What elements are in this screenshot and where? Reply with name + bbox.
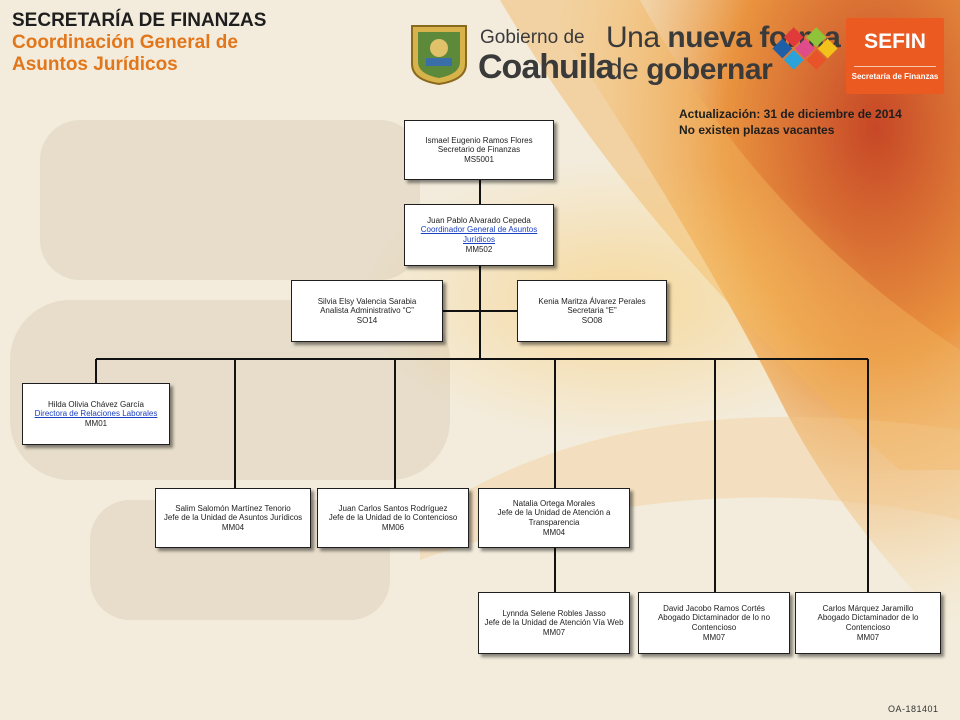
abogado-1-name: David Jacobo Ramos Cortés — [663, 603, 765, 613]
sefin-word: SEFIN — [864, 30, 926, 53]
gobierno-de-text: Gobierno de — [480, 27, 585, 48]
title-secretaria: SECRETARÍA DE FINANZAS — [12, 10, 267, 31]
org-box-jefe-web: Lynnda Selene Robles Jasso Jefe de la Un… — [478, 592, 630, 654]
jefe-juridicos-name: Salim Salomón Martínez Tenorio — [175, 503, 291, 513]
analista-code: SO14 — [356, 315, 378, 325]
slogan: Una nueva forma de gobernar — [606, 21, 841, 86]
update-date: Actualización: 31 de diciembre de 2014 — [679, 107, 902, 121]
vacancies-note: No existen plazas vacantes — [679, 122, 835, 137]
secretaria-code: SO08 — [581, 315, 603, 325]
abogado-1-code: MM07 — [702, 632, 726, 642]
title-coordinacion: Coordinación General de — [12, 32, 238, 54]
header-logos: Gobierno de Coahuila Una nueva forma de … — [408, 18, 948, 98]
coordinador-name: Juan Pablo Alvarado Cepeda — [427, 215, 531, 225]
secretario-name: Ismael Eugenio Ramos Flores — [425, 135, 533, 145]
jefe-web-code: MM07 — [542, 627, 566, 637]
sefin-logo: SEFIN Secretaría de Finanzas — [846, 18, 944, 94]
secretaria-name: Kenia Maritza Álvarez Perales — [538, 296, 646, 306]
coordinador-code: MM502 — [465, 244, 493, 254]
jefe-transparencia-name: Natalia Ortega Morales — [512, 498, 596, 508]
coahuila-seal-icon — [411, 25, 467, 86]
secretario-role: Secretario de Finanzas — [437, 145, 521, 155]
directora-code: MM01 — [84, 418, 108, 428]
abogado-2-name: Carlos Márquez Jaramillo — [822, 603, 914, 613]
jefe-contencioso-role: Jefe de la Unidad de lo Contencioso — [328, 513, 458, 523]
org-box-abogado-2: Carlos Márquez Jaramillo Abogado Dictami… — [795, 592, 941, 654]
jefe-web-name: Lynnda Selene Robles Jasso — [502, 608, 606, 618]
jefe-juridicos-code: MM04 — [221, 522, 245, 532]
page-title: SECRETARÍA DE FINANZAS Coordinación Gene… — [12, 10, 266, 76]
coahuila-text: Coahuila — [478, 48, 615, 86]
slogan-gobernar: gobernar — [646, 52, 773, 86]
update-note: Actualización: 31 de diciembre de 2014 N… — [679, 107, 902, 138]
secretario-code: MS5001 — [464, 154, 494, 164]
abogado-2-code: MM07 — [856, 632, 880, 642]
jefe-transparencia-code: MM04 — [542, 527, 566, 537]
sefin-rule — [854, 66, 936, 67]
org-box-directora: Hilda Olivia Chávez García Directora de … — [22, 383, 170, 445]
colored-squares-icon — [772, 27, 838, 70]
document-code: OA-181401 — [888, 704, 939, 714]
analista-name: Silvia Elsy Valencia Sarabia — [317, 296, 417, 306]
sefin-subtitle: Secretaría de Finanzas — [851, 72, 939, 81]
org-box-secretaria: Kenia Maritza Álvarez Perales Secretaria… — [517, 280, 667, 342]
org-box-coordinador: Juan Pablo Alvarado Cepeda Coordinador G… — [404, 204, 554, 266]
jefe-web-role: Jefe de la Unidad de Atención Vía Web — [484, 618, 624, 628]
org-box-secretario: Ismael Eugenio Ramos Flores Secretario d… — [404, 120, 554, 180]
directora-name: Hilda Olivia Chávez García — [47, 399, 145, 409]
coordinador-role-link[interactable]: Coordinador General de Asuntos Jurídicos — [420, 225, 538, 244]
secretaria-role: Secretaria “E” — [567, 306, 617, 316]
abogado-2-role: Abogado Dictaminador de lo Contencioso — [817, 613, 919, 632]
jefe-juridicos-role: Jefe de la Unidad de Asuntos Jurídicos — [163, 513, 303, 523]
org-box-jefe-transparencia: Natalia Ortega Morales Jefe de la Unidad… — [478, 488, 630, 548]
org-box-abogado-1: David Jacobo Ramos Cortés Abogado Dictam… — [638, 592, 790, 654]
directora-role-link[interactable]: Directora de Relaciones Laborales — [34, 409, 158, 419]
jefe-contencioso-name: Juan Carlos Santos Rodríguez — [338, 503, 448, 513]
analista-role: Analista Administrativo “C” — [320, 306, 414, 316]
jefe-transparencia-role: Jefe de la Unidad de Atención a Transpar… — [497, 508, 611, 527]
org-box-jefe-contencioso: Juan Carlos Santos Rodríguez Jefe de la … — [317, 488, 469, 548]
org-box-jefe-juridicos: Salim Salomón Martínez Tenorio Jefe de l… — [155, 488, 311, 548]
slogan-de: de — [606, 52, 647, 86]
jefe-contencioso-code: MM06 — [381, 522, 405, 532]
title-asuntos: Asuntos Jurídicos — [12, 54, 178, 76]
org-box-analista: Silvia Elsy Valencia Sarabia Analista Ad… — [291, 280, 443, 342]
slogan-una: Una — [606, 21, 668, 54]
abogado-1-role: Abogado Dictaminador de lo no Contencios… — [657, 613, 771, 632]
